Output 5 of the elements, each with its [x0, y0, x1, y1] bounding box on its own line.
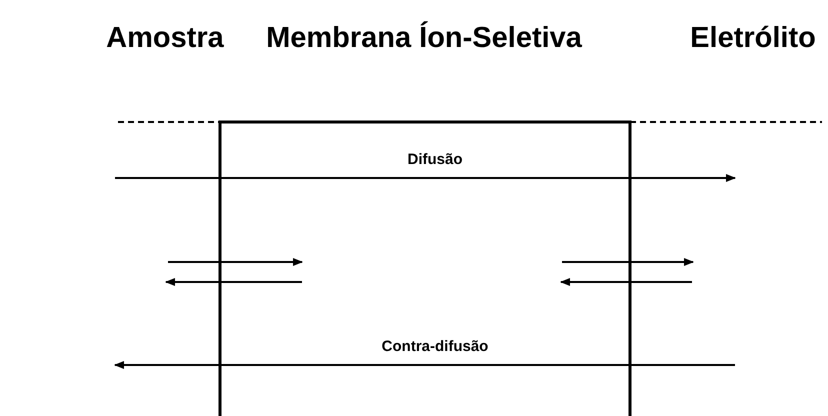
region-heading: Amostra: [106, 22, 224, 55]
region-heading: Eletrólito: [690, 22, 816, 55]
region-heading: Membrana Íon-Seletiva: [266, 22, 582, 55]
arrow-label: Contra-difusão: [382, 338, 488, 355]
arrow-label: Difusão: [408, 151, 462, 168]
